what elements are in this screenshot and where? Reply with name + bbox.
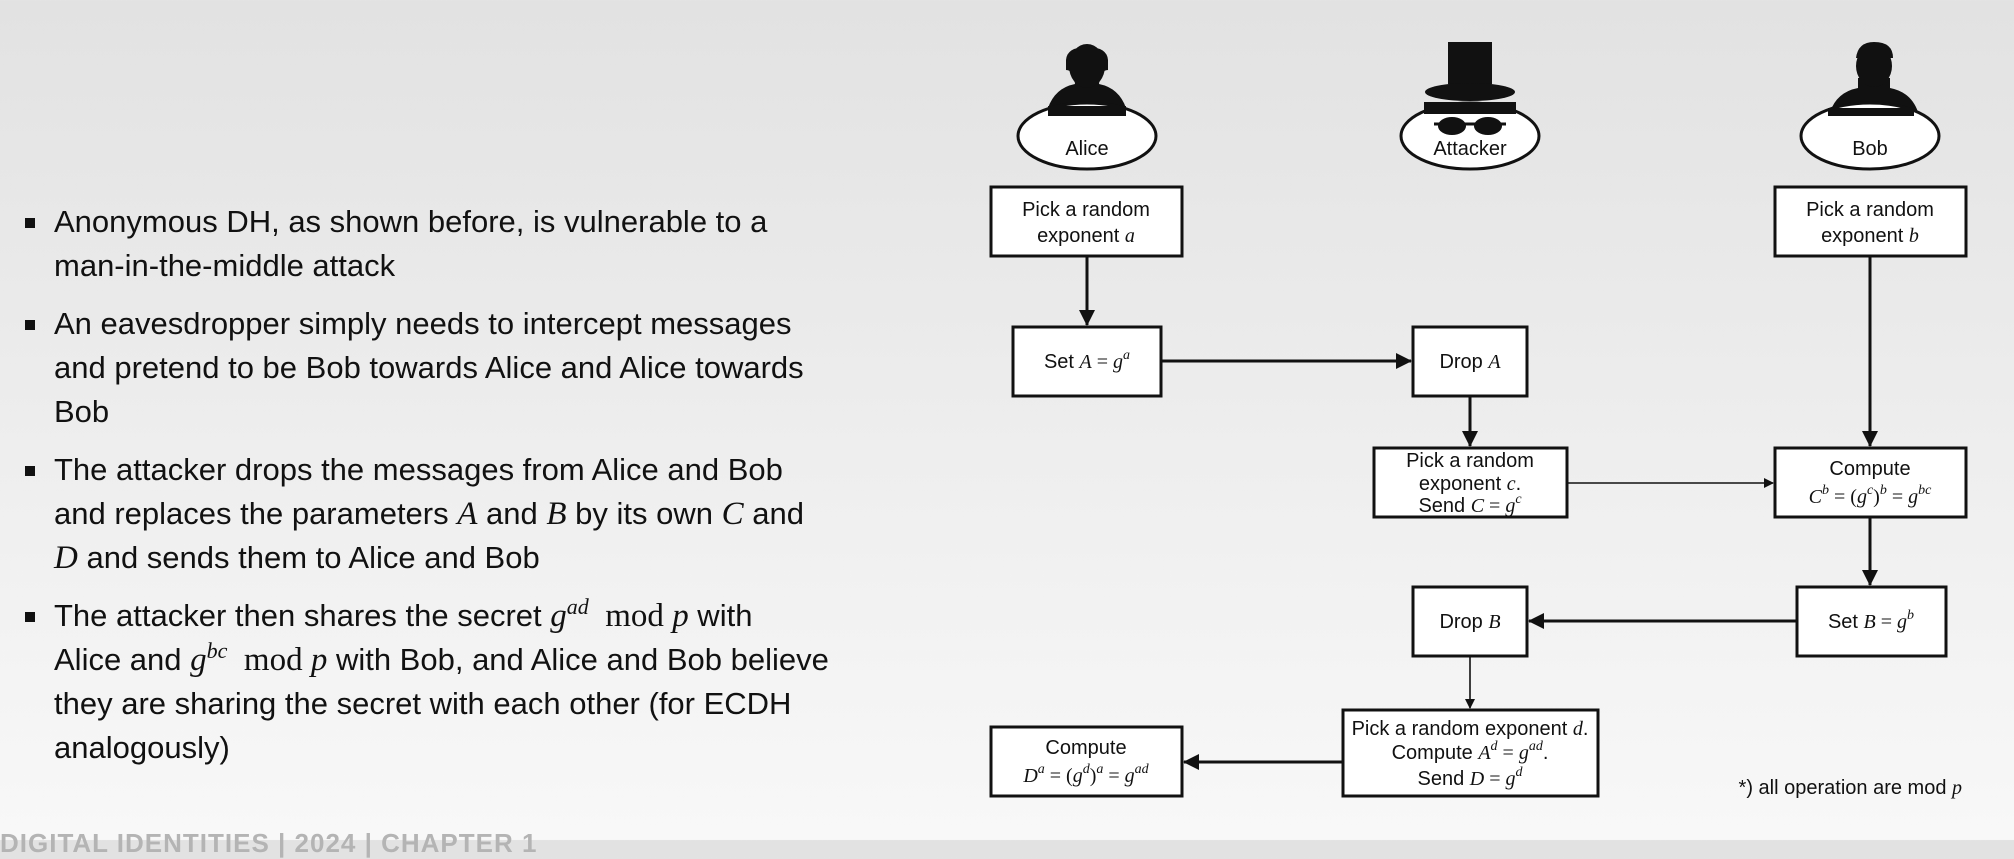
- svg-text:Compute: Compute: [1829, 458, 1910, 480]
- mitm-diagram: Alice Attacker Bob Pick a random exponen…: [989, 42, 1968, 799]
- svg-text:exponent b: exponent b: [1821, 225, 1919, 247]
- bullet-text: and: [743, 496, 804, 531]
- svg-text:exponent a: exponent a: [1037, 225, 1135, 247]
- svg-text:Pick a random exponent d.: Pick a random exponent d.: [1352, 718, 1589, 740]
- svg-text:Drop B: Drop B: [1439, 611, 1500, 633]
- bob-actor: Bob: [1799, 42, 1941, 171]
- bullet-text: and replaces the parameters: [54, 496, 458, 531]
- bullet-text: The attacker drops the messages from Ali…: [54, 452, 783, 487]
- svg-text:Pick a random: Pick a random: [1806, 199, 1934, 221]
- svg-text:Send D = gd: Send D = gd: [1418, 765, 1524, 790]
- alice-label: Alice: [1065, 138, 1108, 160]
- bob-silhouette-icon: [1830, 42, 1918, 112]
- spy-hat-icon: [1425, 42, 1515, 101]
- svg-text:Compute: Compute: [1045, 737, 1126, 759]
- svg-text:exponent c.: exponent c.: [1419, 473, 1521, 495]
- bullet-marker: [25, 320, 35, 330]
- svg-text:Pick a random: Pick a random: [1022, 199, 1150, 221]
- attacker-actor: Attacker: [1399, 42, 1541, 171]
- svg-text:Pick a random: Pick a random: [1406, 450, 1534, 472]
- mod-note: *) all operation are mod p: [1739, 777, 1962, 799]
- math-expression: gbc mod p: [190, 638, 328, 679]
- drop-a-box: Drop A: [1411, 325, 1529, 398]
- footer: DIGITAL IDENTITIES | 2024 | CHAPTER 1: [0, 828, 538, 858]
- spy-glasses-icon: [1434, 117, 1506, 135]
- alice-pick-box: Pick a random exponent a: [989, 185, 1184, 258]
- bullet-text: with Bob, and Alice and Bob believe: [327, 642, 829, 677]
- bullet-text: man-in-the-middle attack: [54, 248, 396, 283]
- alice-set-box: Set A = ga: [1011, 325, 1163, 398]
- bob-set-box: Set B = gb: [1795, 585, 1948, 658]
- bob-label: Bob: [1852, 138, 1888, 160]
- bullet-text: Bob: [54, 394, 110, 429]
- bullet-text: Anonymous DH, as shown before, is vulner…: [54, 204, 768, 239]
- bullet-1: Anonymous DH, as shown before, is vulner…: [22, 200, 922, 288]
- bullet-text: An eavesdropper simply needs to intercep…: [54, 306, 792, 341]
- bullet-marker: [25, 612, 35, 622]
- math-var: C: [721, 496, 744, 532]
- attacker-label: Attacker: [1433, 138, 1507, 160]
- svg-text:Set B = gb: Set B = gb: [1828, 608, 1914, 633]
- bullet-text: analogously): [54, 730, 230, 765]
- svg-text:Compute Ad = gad.: Compute Ad = gad.: [1392, 739, 1549, 764]
- bob-compute-box: Compute Cb = (gc)b = gbc: [1773, 446, 1968, 519]
- svg-text:Cb = (gc)b = gbc: Cb = (gc)b = gbc: [1809, 483, 1932, 508]
- bullet-marker: [25, 466, 35, 476]
- bullet-text: by its own: [566, 496, 722, 531]
- drop-b-box: Drop B: [1411, 585, 1529, 658]
- alice-actor: Alice: [1016, 44, 1158, 171]
- bullet-text: and pretend to be Bob towards Alice and …: [54, 350, 804, 385]
- bullet-2: An eavesdropper simply needs to intercep…: [22, 302, 922, 434]
- bob-pick-box: Pick a random exponent b: [1773, 185, 1968, 258]
- bullet-text: they are sharing the secret with each ot…: [54, 686, 792, 721]
- attacker-pick-c-box: Pick a random exponent c. Send C = gc: [1372, 446, 1569, 519]
- math-var: A: [457, 496, 478, 532]
- svg-text:Drop A: Drop A: [1439, 351, 1501, 373]
- bullet-text: and sends them to Alice and Bob: [77, 540, 540, 575]
- bullet-text: and: [477, 496, 547, 531]
- attacker-pick-d-box: Pick a random exponent d. Compute Ad = g…: [1341, 708, 1600, 798]
- svg-text:Set A = ga: Set A = ga: [1044, 348, 1130, 373]
- bullet-text: The attacker then shares the secret: [54, 598, 551, 633]
- bullet-4: The attacker then shares the secret gad …: [22, 594, 922, 770]
- alice-compute-box: Compute Da = (gd)a = gad: [989, 725, 1184, 798]
- svg-text:Send C = gc: Send C = gc: [1418, 492, 1522, 517]
- math-var: B: [546, 496, 567, 532]
- bullet-3: The attacker drops the messages from Ali…: [22, 448, 922, 580]
- alice-silhouette-icon: [1048, 44, 1126, 108]
- bullet-marker: [25, 218, 35, 228]
- svg-text:Da = (gd)a = gad: Da = (gd)a = gad: [1022, 762, 1149, 787]
- bullet-list: Anonymous DH, as shown before, is vulner…: [22, 200, 922, 784]
- bullet-text: Alice and: [54, 642, 191, 677]
- bullet-text: with: [688, 598, 753, 633]
- math-var: D: [54, 540, 78, 576]
- math-expression: gad mod p: [550, 594, 689, 635]
